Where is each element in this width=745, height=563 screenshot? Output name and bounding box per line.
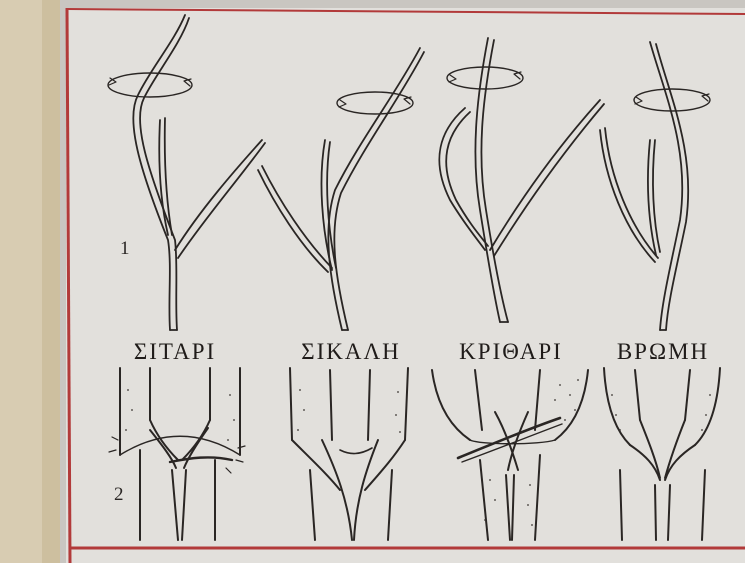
- label-oat: ΒΡΩΜΗ: [588, 339, 738, 365]
- gutter-shadow: [42, 0, 60, 563]
- panel-paper: [66, 8, 745, 563]
- row-number-2: 2: [114, 484, 124, 506]
- label-wheat: ΣΙΤΑΡΙ: [100, 339, 250, 365]
- label-barley: ΚΡΙΘΑΡΙ: [436, 339, 586, 365]
- row-number-1: 1: [120, 238, 130, 260]
- label-rye: ΣΙΚΑΛΗ: [276, 339, 426, 365]
